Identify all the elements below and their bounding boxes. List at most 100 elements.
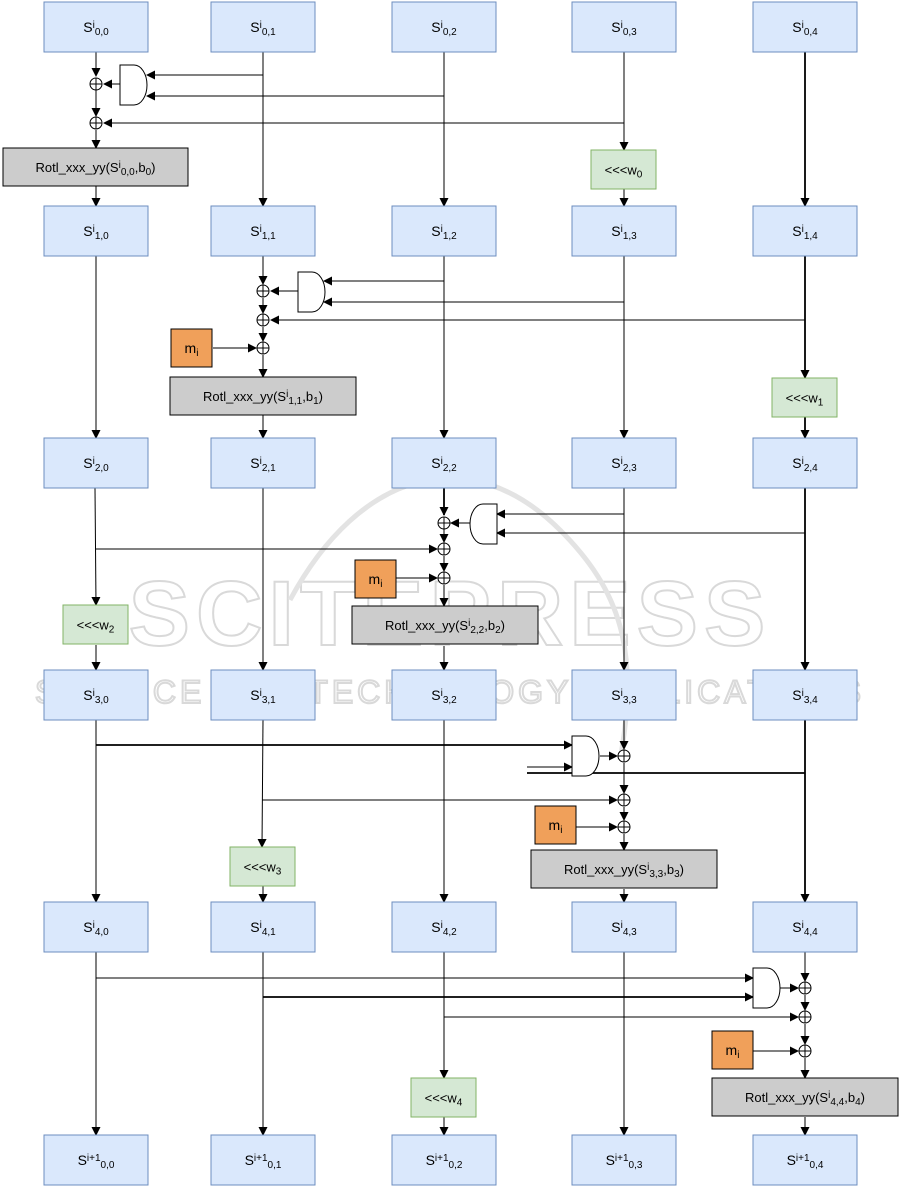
xor-icon bbox=[89, 116, 103, 130]
rotl-function-2-label: Rotl_xxx_yy(Si2,2,b2) bbox=[385, 618, 505, 636]
rotl-function-0: Rotl_xxx_yy(Si0,0,b0) bbox=[2, 147, 189, 187]
state-row4-0: Si4,0 bbox=[43, 901, 149, 953]
state-row4-4-label: Si4,4 bbox=[792, 919, 818, 938]
state-out-4: Si+10,4 bbox=[752, 1134, 858, 1186]
state-row0-2: Si0,2 bbox=[391, 1, 497, 53]
wire bbox=[257, 719, 267, 848]
xor-icon bbox=[798, 981, 812, 995]
rotation-box-4: <<<w4 bbox=[410, 1077, 477, 1118]
state-row1-1: Si1,1 bbox=[210, 205, 316, 257]
state-out-3: Si+10,3 bbox=[571, 1134, 677, 1186]
state-row2-4-label: Si2,4 bbox=[792, 455, 818, 474]
and-gate-icon bbox=[571, 735, 600, 777]
rotation-box-2-label: <<<w2 bbox=[77, 618, 115, 636]
xor-icon bbox=[437, 516, 451, 530]
state-row3-4-label: Si3,4 bbox=[792, 687, 818, 706]
state-row0-3: Si0,3 bbox=[571, 1, 677, 53]
state-row0-3-label: Si0,3 bbox=[611, 19, 637, 38]
and-gate-icon bbox=[752, 967, 781, 1009]
state-row1-3: Si1,3 bbox=[571, 205, 677, 257]
state-row3-1: Si3,1 bbox=[210, 669, 316, 721]
state-out-0: Si+10,0 bbox=[43, 1134, 149, 1186]
state-row3-2: Si3,2 bbox=[391, 669, 497, 721]
xor-icon bbox=[256, 341, 270, 355]
message-box-0: mi bbox=[170, 328, 213, 368]
state-row4-2: Si4,2 bbox=[391, 901, 497, 953]
rotation-box-3-label: <<<w3 bbox=[244, 860, 282, 878]
message-box-0-label: mi bbox=[185, 340, 199, 359]
xor-icon bbox=[89, 77, 103, 91]
state-row4-2-label: Si4,2 bbox=[431, 919, 457, 938]
rotation-box-0: <<<w0 bbox=[590, 149, 657, 190]
message-box-1: mi bbox=[354, 559, 397, 599]
state-row2-4: Si2,4 bbox=[752, 437, 858, 489]
state-row1-4: Si1,4 bbox=[752, 205, 858, 257]
xor-icon bbox=[256, 313, 270, 327]
state-row0-1-label: Si0,1 bbox=[250, 19, 276, 38]
and-gate-icon bbox=[469, 503, 498, 545]
state-row0-0: Si0,0 bbox=[43, 1, 149, 53]
state-row4-4: Si4,4 bbox=[752, 901, 858, 953]
rotl-function-4: Rotl_xxx_yy(Si4,4,b4) bbox=[711, 1077, 899, 1117]
state-row0-4-label: Si0,4 bbox=[792, 19, 818, 38]
state-out-3-label: Si+10,3 bbox=[606, 1152, 643, 1171]
rotl-function-1: Rotl_xxx_yy(Si1,1,b1) bbox=[169, 376, 357, 416]
state-row3-3: Si3,3 bbox=[571, 669, 677, 721]
state-out-4-label: Si+10,4 bbox=[787, 1152, 824, 1171]
state-row1-2: Si1,2 bbox=[391, 205, 497, 257]
state-row2-1: Si2,1 bbox=[210, 437, 316, 489]
wire bbox=[91, 487, 101, 606]
state-row3-2-label: Si3,2 bbox=[431, 687, 457, 706]
state-row2-0: Si2,0 bbox=[43, 437, 149, 489]
rotl-function-1-label: Rotl_xxx_yy(Si1,1,b1) bbox=[203, 389, 323, 407]
state-row2-3-label: Si2,3 bbox=[611, 455, 637, 474]
xor-icon bbox=[437, 571, 451, 585]
state-out-0-label: Si+10,0 bbox=[78, 1152, 115, 1171]
rotl-function-0-label: Rotl_xxx_yy(Si0,0,b0) bbox=[36, 160, 156, 178]
state-row0-1: Si0,1 bbox=[210, 1, 316, 53]
xor-icon bbox=[256, 284, 270, 298]
state-row4-3-label: Si4,3 bbox=[611, 919, 637, 938]
message-box-2-label: mi bbox=[549, 817, 563, 836]
state-row0-2-label: Si0,2 bbox=[431, 19, 457, 38]
state-row2-3: Si2,3 bbox=[571, 437, 677, 489]
rotation-box-2: <<<w2 bbox=[62, 604, 129, 645]
state-row4-3: Si4,3 bbox=[571, 901, 677, 953]
state-row3-4: Si3,4 bbox=[752, 669, 858, 721]
state-out-1-label: Si+10,1 bbox=[245, 1152, 282, 1171]
state-row3-3-label: Si3,3 bbox=[611, 687, 637, 706]
state-row4-1: Si4,1 bbox=[210, 901, 316, 953]
rotation-box-4-label: <<<w4 bbox=[425, 1091, 463, 1109]
state-out-1: Si+10,1 bbox=[210, 1134, 316, 1186]
state-row2-1-label: Si2,1 bbox=[250, 455, 276, 474]
rotation-box-3: <<<w3 bbox=[229, 846, 296, 887]
xor-icon bbox=[617, 793, 631, 807]
state-row1-0: Si1,0 bbox=[43, 205, 149, 257]
wires bbox=[91, 52, 810, 1136]
and-gate-icon bbox=[119, 64, 148, 106]
state-out-2: Si+10,2 bbox=[391, 1134, 497, 1186]
state-row1-2-label: Si1,2 bbox=[431, 223, 457, 242]
rotl-function-3: Rotl_xxx_yy(Si3,3,b3) bbox=[530, 849, 718, 889]
xor-icon bbox=[798, 1044, 812, 1058]
message-box-1-label: mi bbox=[369, 571, 383, 590]
state-row2-2-label: Si2,2 bbox=[431, 455, 457, 474]
state-out-2-label: Si+10,2 bbox=[426, 1152, 463, 1171]
state-row1-1-label: Si1,1 bbox=[250, 223, 276, 242]
state-row1-3-label: Si1,3 bbox=[611, 223, 637, 242]
rotl-function-2: Rotl_xxx_yy(Si2,2,b2) bbox=[351, 605, 539, 645]
rotation-box-1-label: <<<w1 bbox=[786, 391, 824, 409]
xor-icon bbox=[437, 542, 451, 556]
state-row0-0-label: Si0,0 bbox=[83, 19, 109, 38]
xor-icon bbox=[617, 820, 631, 834]
state-row0-4: Si0,4 bbox=[752, 1, 858, 53]
state-row4-0-label: Si4,0 bbox=[83, 919, 109, 938]
and-gate-icon bbox=[297, 271, 326, 313]
state-row1-0-label: Si1,0 bbox=[83, 223, 109, 242]
xor-icon bbox=[617, 749, 631, 763]
state-row3-0: Si3,0 bbox=[43, 669, 149, 721]
rotation-box-0-label: <<<w0 bbox=[605, 163, 643, 181]
state-row3-0-label: Si3,0 bbox=[83, 687, 109, 706]
